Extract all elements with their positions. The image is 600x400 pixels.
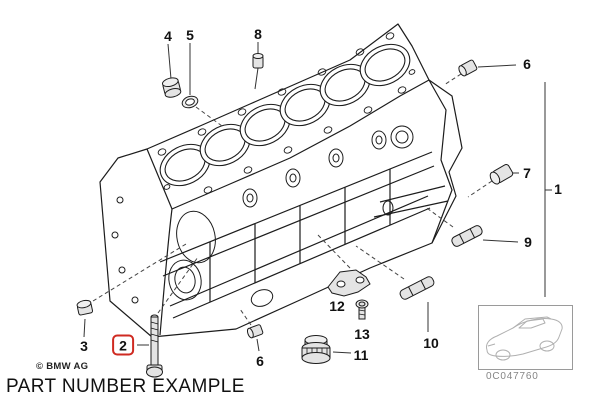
part-10-stud	[399, 276, 435, 300]
drawing-code: 0C047760	[486, 371, 539, 382]
callout-7[interactable]: 7	[523, 165, 531, 181]
callout-9[interactable]: 9	[524, 234, 532, 250]
part-7-dowel	[489, 164, 514, 185]
callout-11[interactable]: 11	[353, 347, 369, 363]
callout-13[interactable]: 13	[354, 326, 370, 342]
callout-6-lower[interactable]: 6	[256, 353, 264, 369]
part-3-plug	[76, 299, 94, 316]
leader-lines	[83, 42, 552, 354]
part-2-bolt	[146, 314, 163, 378]
part-12-bracket	[327, 269, 371, 297]
part-11-screw-plug	[301, 335, 331, 364]
engine-block-outline	[99, 23, 463, 338]
callout-12[interactable]: 12	[329, 298, 345, 314]
vehicle-thumbnail[interactable]	[478, 305, 573, 370]
vehicle-outline-icon	[486, 316, 563, 361]
page-caption: PART NUMBER EXAMPLE	[6, 376, 245, 397]
part-8-dowel	[252, 53, 264, 69]
part-5-seal-ring	[181, 95, 199, 109]
deck-gasket-holes	[157, 32, 416, 194]
callout-8[interactable]: 8	[254, 26, 262, 42]
callout-2-highlighted[interactable]: 2	[112, 334, 134, 356]
leader-lines-dashed	[92, 73, 493, 326]
callout-5[interactable]: 5	[186, 27, 194, 43]
part-13-bolt	[355, 299, 369, 320]
callout-10[interactable]: 10	[423, 335, 439, 351]
part-4-plug	[161, 77, 182, 98]
block-side-details	[111, 125, 414, 307]
callout-4[interactable]: 4	[164, 28, 172, 44]
part-9-stud	[451, 225, 483, 247]
callout-3[interactable]: 3	[80, 338, 88, 354]
cylinder-bores	[159, 43, 411, 187]
hardware-parts	[76, 53, 514, 378]
part-6-upper-dowel	[458, 59, 478, 77]
callout-1[interactable]: 1	[554, 181, 562, 197]
copyright-notice: © BMW AG	[36, 361, 89, 372]
callout-6-upper[interactable]: 6	[523, 56, 531, 72]
part-6-lower-dowel	[246, 324, 264, 339]
